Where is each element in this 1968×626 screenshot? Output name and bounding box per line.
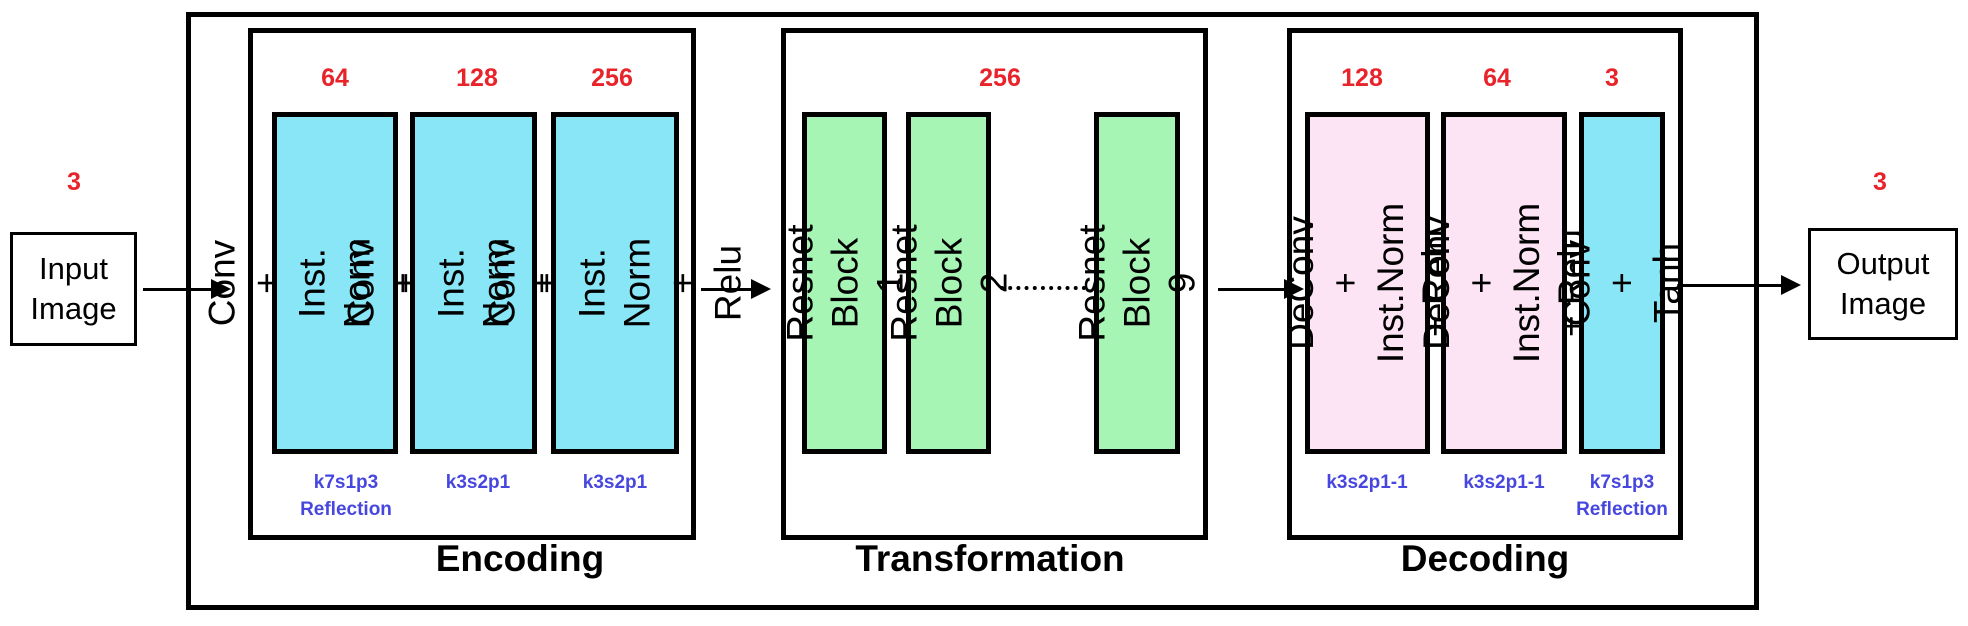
decoding-channels-1: 128 — [1341, 64, 1383, 92]
arrow-input-to-encoding — [143, 288, 213, 291]
encoding-block-3-label: Conv + Inst. Norm + Relu — [481, 237, 749, 329]
resnet-block-2-label: Resnet Block 2 — [882, 224, 1015, 342]
output-image-box: Output Image — [1808, 228, 1958, 340]
ellipsis-dots — [1000, 286, 1086, 290]
encoding-frame — [248, 28, 696, 540]
encoding-title: Encoding — [435, 538, 605, 579]
input-image-box: Input Image — [10, 232, 137, 346]
encoding-channels-1: 64 — [321, 64, 349, 92]
decoding-params-1: k3s2p1-1 — [1326, 472, 1408, 493]
decoding-block-2: DeConv + Inst.Norm + Relu — [1416, 112, 1592, 454]
encoding-block-3: Conv + Inst. Norm + Relu — [482, 112, 748, 454]
decoding-title: Decoding — [1400, 538, 1570, 579]
transformation-title: Transformation — [855, 538, 1125, 579]
arrow-transformation-to-decoding — [1218, 288, 1286, 291]
arrow-decoding-to-output — [1683, 284, 1783, 287]
decoding-params-2: k3s2p1-1 — [1463, 472, 1545, 493]
encoding-block-2: Conv + Inst. Norm + Relu — [340, 112, 607, 454]
encoding-params-2: k3s2p1 — [445, 472, 511, 493]
arrow-encoding-to-transformation — [701, 288, 753, 291]
decoding-block-1: DeConv + Inst.Norm + Relu — [1279, 112, 1456, 454]
decoding-params-3: k7s1p3 Reflection — [1576, 472, 1668, 520]
transformation-channels: 256 — [979, 64, 1021, 92]
decoding-block-3-label: Conv + Tanh — [1556, 239, 1688, 327]
input-channels: 3 — [67, 168, 81, 196]
resnet-block-2: Resnet Block 2 — [883, 112, 1014, 454]
output-channels: 3 — [1873, 168, 1887, 196]
resnet-block-9: Resnet Block 9 — [1071, 112, 1203, 454]
network-frame — [186, 12, 1759, 610]
arrow-head-icon — [751, 279, 771, 299]
decoding-block-3: Conv + Tanh — [1556, 112, 1688, 454]
decoding-channels-2: 64 — [1483, 64, 1511, 92]
encoding-channels-2: 128 — [456, 64, 498, 92]
encoding-channels-3: 256 — [591, 64, 633, 92]
encoding-params-3: k3s2p1 — [582, 472, 648, 493]
encoding-params-1: k7s1p3 Reflection — [300, 472, 392, 520]
arrow-head-icon — [211, 279, 231, 299]
arrow-head-icon — [1781, 275, 1801, 295]
decoding-frame — [1287, 28, 1683, 540]
resnet-block-1: Resnet Block 1 — [779, 112, 910, 454]
encoding-block-1: Conv + Inst. Norm + Relu — [202, 112, 468, 454]
transformation-frame — [781, 28, 1208, 540]
decoding-channels-3: 3 — [1605, 64, 1619, 92]
resnet-block-9-label: Resnet Block 9 — [1071, 224, 1203, 342]
